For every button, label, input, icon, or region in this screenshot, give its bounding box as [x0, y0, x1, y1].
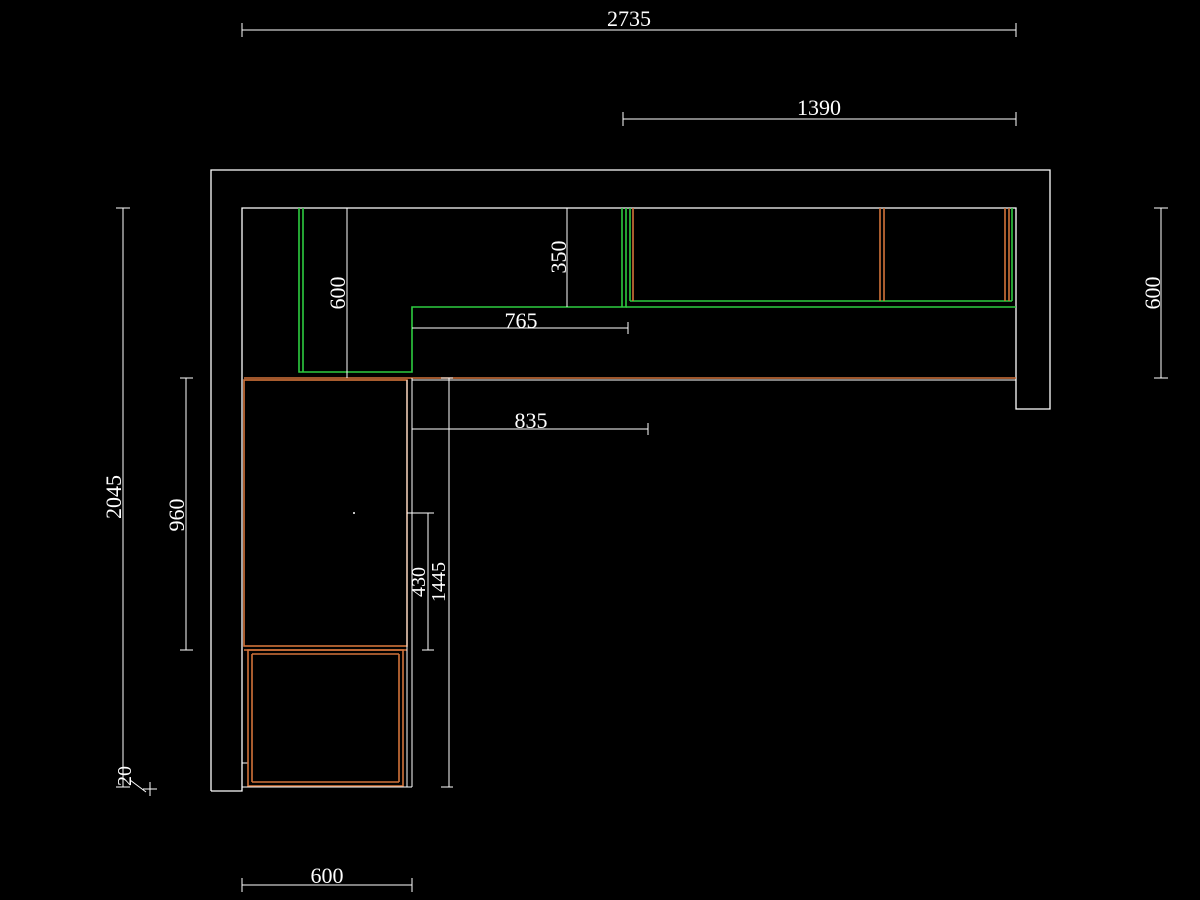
outer-wall-bottom — [211, 763, 243, 792]
dim-1445-label: 1445 — [428, 562, 450, 602]
upper-cabinet-left — [298, 208, 627, 373]
dim-600-left-label: 600 — [325, 277, 350, 310]
dim-2045-label: 2045 — [101, 475, 126, 519]
inner-wall — [241, 207, 1017, 763]
dim-765-label: 765 — [505, 308, 538, 333]
wall-end-small — [241, 762, 249, 788]
dim-bottom-600-label: 600 — [311, 863, 344, 888]
left-tall-cabinet — [243, 379, 408, 647]
center-point — [353, 512, 355, 514]
dim-20-label: 20 — [114, 766, 136, 786]
dim-20-mark-d — [129, 779, 147, 793]
dim-835-label: 835 — [515, 408, 548, 433]
dim-right-600-label: 600 — [1140, 277, 1165, 310]
dim-2735-label: 2735 — [607, 6, 651, 31]
left-lower-cabinet — [247, 649, 404, 787]
dim-1390-label: 1390 — [797, 95, 841, 120]
outer-wall — [210, 169, 1051, 791]
dim-350-label: 350 — [546, 241, 571, 274]
dim-430-label: 430 — [408, 567, 430, 597]
dim-960-label: 960 — [164, 499, 189, 532]
